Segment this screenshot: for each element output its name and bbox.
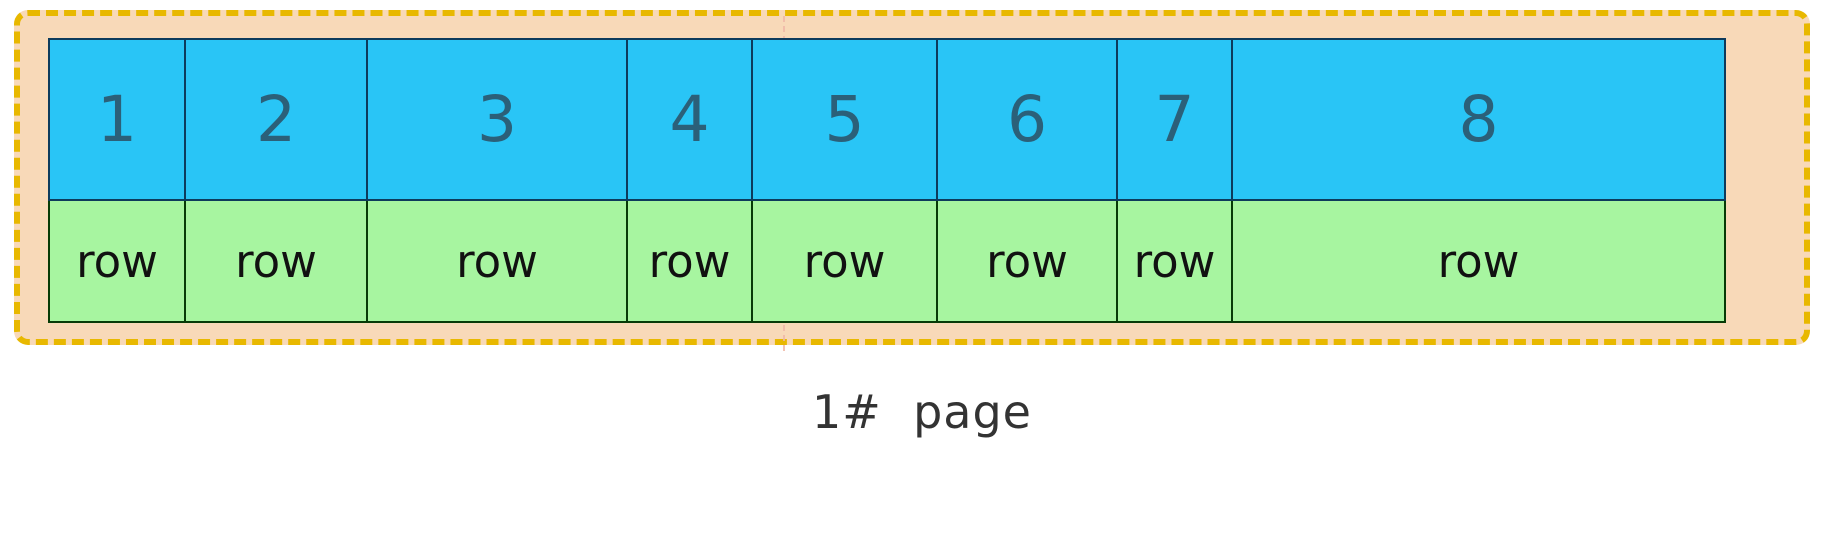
index-cell-1[interactable]: 1 bbox=[48, 38, 186, 201]
row-cell-7[interactable]: row bbox=[1116, 199, 1233, 323]
row-cell-6[interactable]: row bbox=[936, 199, 1118, 323]
row-cell-5[interactable]: row bbox=[751, 199, 938, 323]
row-cell-3[interactable]: row bbox=[366, 199, 628, 323]
row-cell-8[interactable]: row bbox=[1231, 199, 1726, 323]
row-cell-4[interactable]: row bbox=[626, 199, 753, 323]
rows-table: 1 2 3 4 5 6 7 8 row row row row row row … bbox=[48, 38, 1726, 323]
index-cell-7[interactable]: 7 bbox=[1116, 38, 1233, 201]
page-caption: 1# page bbox=[812, 385, 1032, 439]
index-cell-2[interactable]: 2 bbox=[184, 38, 368, 201]
index-cell-3[interactable]: 3 bbox=[366, 38, 628, 201]
row-cell-2[interactable]: row bbox=[184, 199, 368, 323]
row-cell-1[interactable]: row bbox=[48, 199, 186, 323]
page-boundary: 1 2 3 4 5 6 7 8 row row row row row row … bbox=[14, 10, 1810, 351]
index-cell-6[interactable]: 6 bbox=[936, 38, 1118, 201]
index-row: 1 2 3 4 5 6 7 8 bbox=[48, 38, 1726, 201]
index-cell-5[interactable]: 5 bbox=[751, 38, 938, 201]
index-cell-4[interactable]: 4 bbox=[626, 38, 753, 201]
data-row: row row row row row row row row bbox=[48, 199, 1726, 323]
index-cell-8[interactable]: 8 bbox=[1231, 38, 1726, 201]
